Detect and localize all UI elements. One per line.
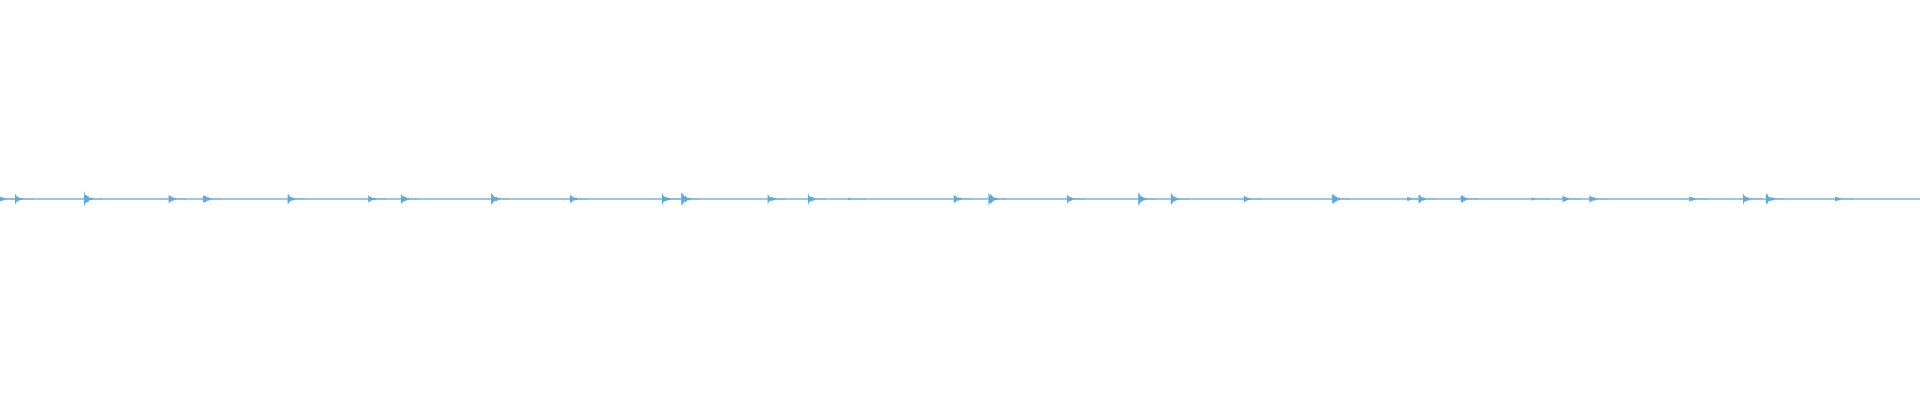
waveform-burst [1418,194,1437,204]
waveform-burst [1460,195,1479,203]
waveform-burst [1531,197,1551,201]
waveform-burst [287,194,306,204]
waveform-burst [807,193,827,205]
waveform-burst [1170,193,1190,205]
waveform-burst [15,194,34,204]
waveform-bursts [0,192,1854,206]
waveform-burst [1243,195,1263,203]
waveform-burst [491,193,510,205]
waveform-burst [203,195,222,203]
waveform-burst [1332,194,1351,204]
waveform-burst [168,194,187,204]
waveform-burst [662,193,681,205]
waveform-burst [1589,195,1608,203]
waveform-burst [400,194,420,204]
waveform-burst [767,194,786,204]
waveform-burst [848,197,867,201]
waveform-burst [988,192,1007,206]
waveform-burst [1743,193,1762,205]
waveform-burst [1835,196,1854,202]
waveform-burst [1067,195,1086,203]
waveform-burst [1562,195,1581,203]
waveform-burst [681,192,700,206]
waveform-burst [569,195,589,203]
waveform-burst [0,196,18,202]
waveform-burst [1689,196,1708,202]
waveform-burst [1766,193,1785,205]
waveform-burst [84,192,103,206]
waveform-burst [368,195,387,203]
waveform-burst [1138,193,1157,205]
waveform-burst [953,195,973,203]
